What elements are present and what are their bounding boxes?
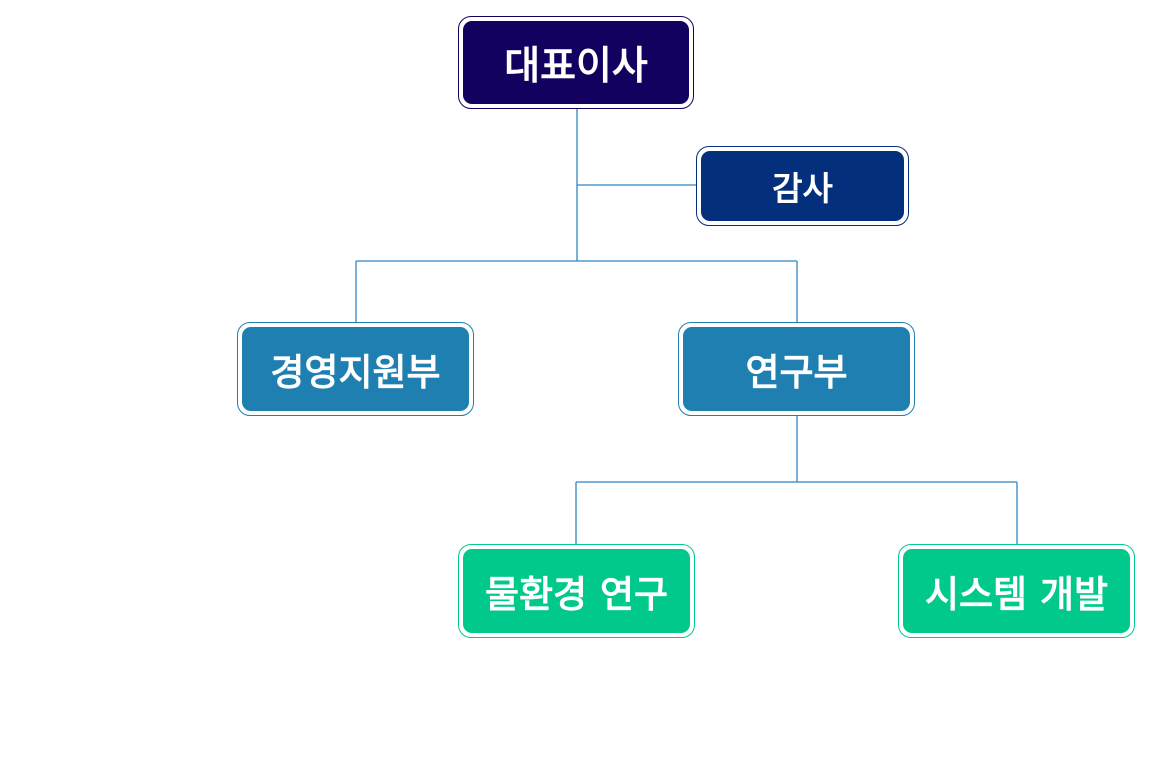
department-box-research-fill: 연구부 [683,327,910,411]
department-box-management: 경영지원부 [237,322,474,416]
team-label-water-environment: 물환경 연구 [484,573,669,616]
team-label-system-development: 시스템 개발 [924,573,1109,616]
team-box-water-environment-fill: 물환경 연구 [463,549,690,633]
auditor-box-fill: 감사 [701,151,904,221]
department-box-research: 연구부 [678,322,915,416]
auditor-label: 감사 [772,169,833,208]
ceo-box-fill: 대표이사 [463,21,689,104]
department-box-management-fill: 경영지원부 [242,327,469,411]
auditor-box: 감사 [696,146,909,226]
team-box-system-development-fill: 시스템 개발 [903,549,1130,633]
department-label-research: 연구부 [745,351,848,394]
ceo-label: 대표이사 [504,43,648,89]
team-box-water-environment: 물환경 연구 [458,544,695,638]
team-box-system-development: 시스템 개발 [898,544,1135,638]
ceo-box: 대표이사 [458,16,694,109]
department-label-management: 경영지원부 [270,351,441,394]
